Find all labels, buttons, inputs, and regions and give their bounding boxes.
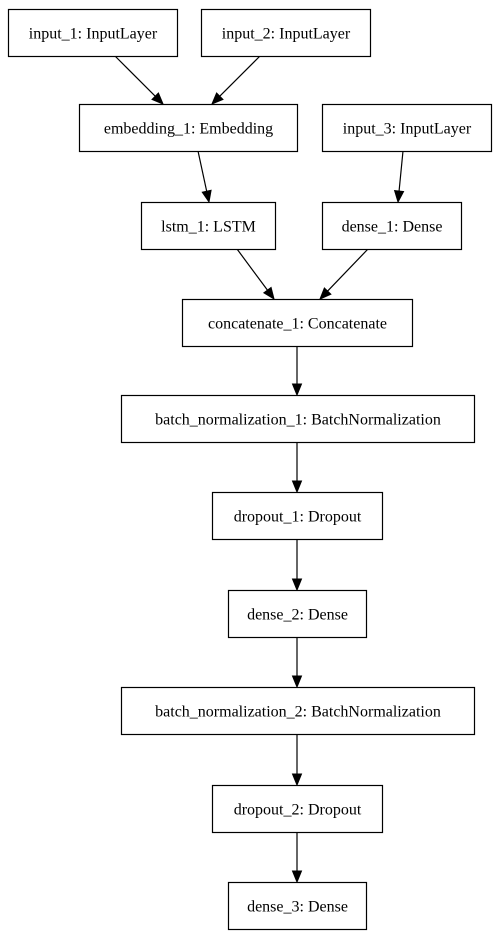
edge-line <box>236 248 268 291</box>
node-dropout_1: dropout_1: Dropout <box>211 491 384 541</box>
edge-batch_normalization_2-to-dropout_2 <box>291 734 303 787</box>
arrowhead-icon <box>291 870 303 884</box>
edge-input_3-to-dense_1 <box>393 150 405 204</box>
edge-dense_1-to-concatenate_1 <box>319 248 369 300</box>
edge-batch_normalization_1-to-dropout_1 <box>291 442 303 494</box>
node-label: concatenate_1: Concatenate <box>208 316 387 333</box>
edge-input_2-to-embedding_1 <box>211 55 261 105</box>
nodes-layer: input_1: InputLayer input_2: InputLayer em… <box>7 8 493 931</box>
node-input_3: input_3: InputLayer <box>321 103 493 153</box>
edge-input_1-to-embedding_1 <box>114 55 164 105</box>
edge-dropout_1-to-dense_2 <box>291 539 303 592</box>
node-concatenate_1: concatenate_1: Concatenate <box>181 298 414 348</box>
node-label: dropout_1: Dropout <box>234 509 362 526</box>
edge-line <box>197 150 208 192</box>
node-box <box>7 8 179 58</box>
edge-embedding_1-to-lstm_1 <box>197 150 212 204</box>
node-box <box>181 298 414 348</box>
edge-line <box>114 55 156 97</box>
node-batch_normalization_1: batch_normalization_1: BatchNormalizatio… <box>120 394 476 444</box>
node-box <box>321 201 463 251</box>
node-label: dense_1: Dense <box>342 219 443 236</box>
edge-lstm_1-to-concatenate_1 <box>236 248 275 301</box>
node-label: dense_3: Dense <box>247 899 348 916</box>
arrowhead-icon <box>291 480 303 494</box>
arrowhead-icon <box>211 92 224 105</box>
edge-dense_2-to-batch_normalization_2 <box>291 637 303 689</box>
edges-layer <box>114 55 405 884</box>
arrowhead-icon <box>319 287 332 300</box>
edge-line <box>327 248 369 292</box>
node-label: embedding_1: Embedding <box>104 121 273 138</box>
node-dense_1: dense_1: Dense <box>321 201 463 251</box>
edge-line <box>398 150 404 192</box>
arrowhead-icon <box>291 773 303 787</box>
node-input_1: input_1: InputLayer <box>7 8 179 58</box>
node-label: batch_normalization_2: BatchNormalizatio… <box>155 704 441 721</box>
arrowhead-icon <box>291 383 303 397</box>
node-box <box>200 8 372 58</box>
node-label: dropout_2: Dropout <box>234 802 362 819</box>
node-box <box>120 686 476 736</box>
node-box <box>78 103 299 153</box>
node-box <box>227 589 368 639</box>
node-label: input_2: InputLayer <box>222 26 351 43</box>
node-dense_2: dense_2: Dense <box>227 589 368 639</box>
node-batch_normalization_2: batch_normalization_2: BatchNormalizatio… <box>120 686 476 736</box>
edge-concatenate_1-to-batch_normalization_1 <box>291 346 303 397</box>
node-dropout_2: dropout_2: Dropout <box>211 784 384 834</box>
arrowhead-icon <box>291 675 303 689</box>
node-label: input_1: InputLayer <box>29 26 158 43</box>
arrowhead-icon <box>201 189 212 204</box>
node-box <box>211 491 384 541</box>
edge-dropout_2-to-dense_3 <box>291 832 303 884</box>
edge-line <box>219 55 261 97</box>
node-input_2: input_2: InputLayer <box>200 8 372 58</box>
node-label: lstm_1: LSTM <box>161 219 256 236</box>
node-embedding_1: embedding_1: Embedding <box>78 103 299 153</box>
node-box <box>120 394 476 444</box>
node-label: batch_normalization_1: BatchNormalizatio… <box>155 412 441 429</box>
arrowhead-icon <box>291 578 303 592</box>
node-label: input_3: InputLayer <box>343 121 472 138</box>
node-box <box>227 881 368 931</box>
node-dense_3: dense_3: Dense <box>227 881 368 931</box>
arrowhead-icon <box>151 92 164 105</box>
node-box <box>321 103 493 153</box>
arrowhead-icon <box>262 286 275 301</box>
node-box <box>211 784 384 834</box>
node-box <box>140 201 277 251</box>
node-lstm_1: lstm_1: LSTM <box>140 201 277 251</box>
arrowhead-icon <box>393 190 405 204</box>
node-label: dense_2: Dense <box>247 607 348 624</box>
